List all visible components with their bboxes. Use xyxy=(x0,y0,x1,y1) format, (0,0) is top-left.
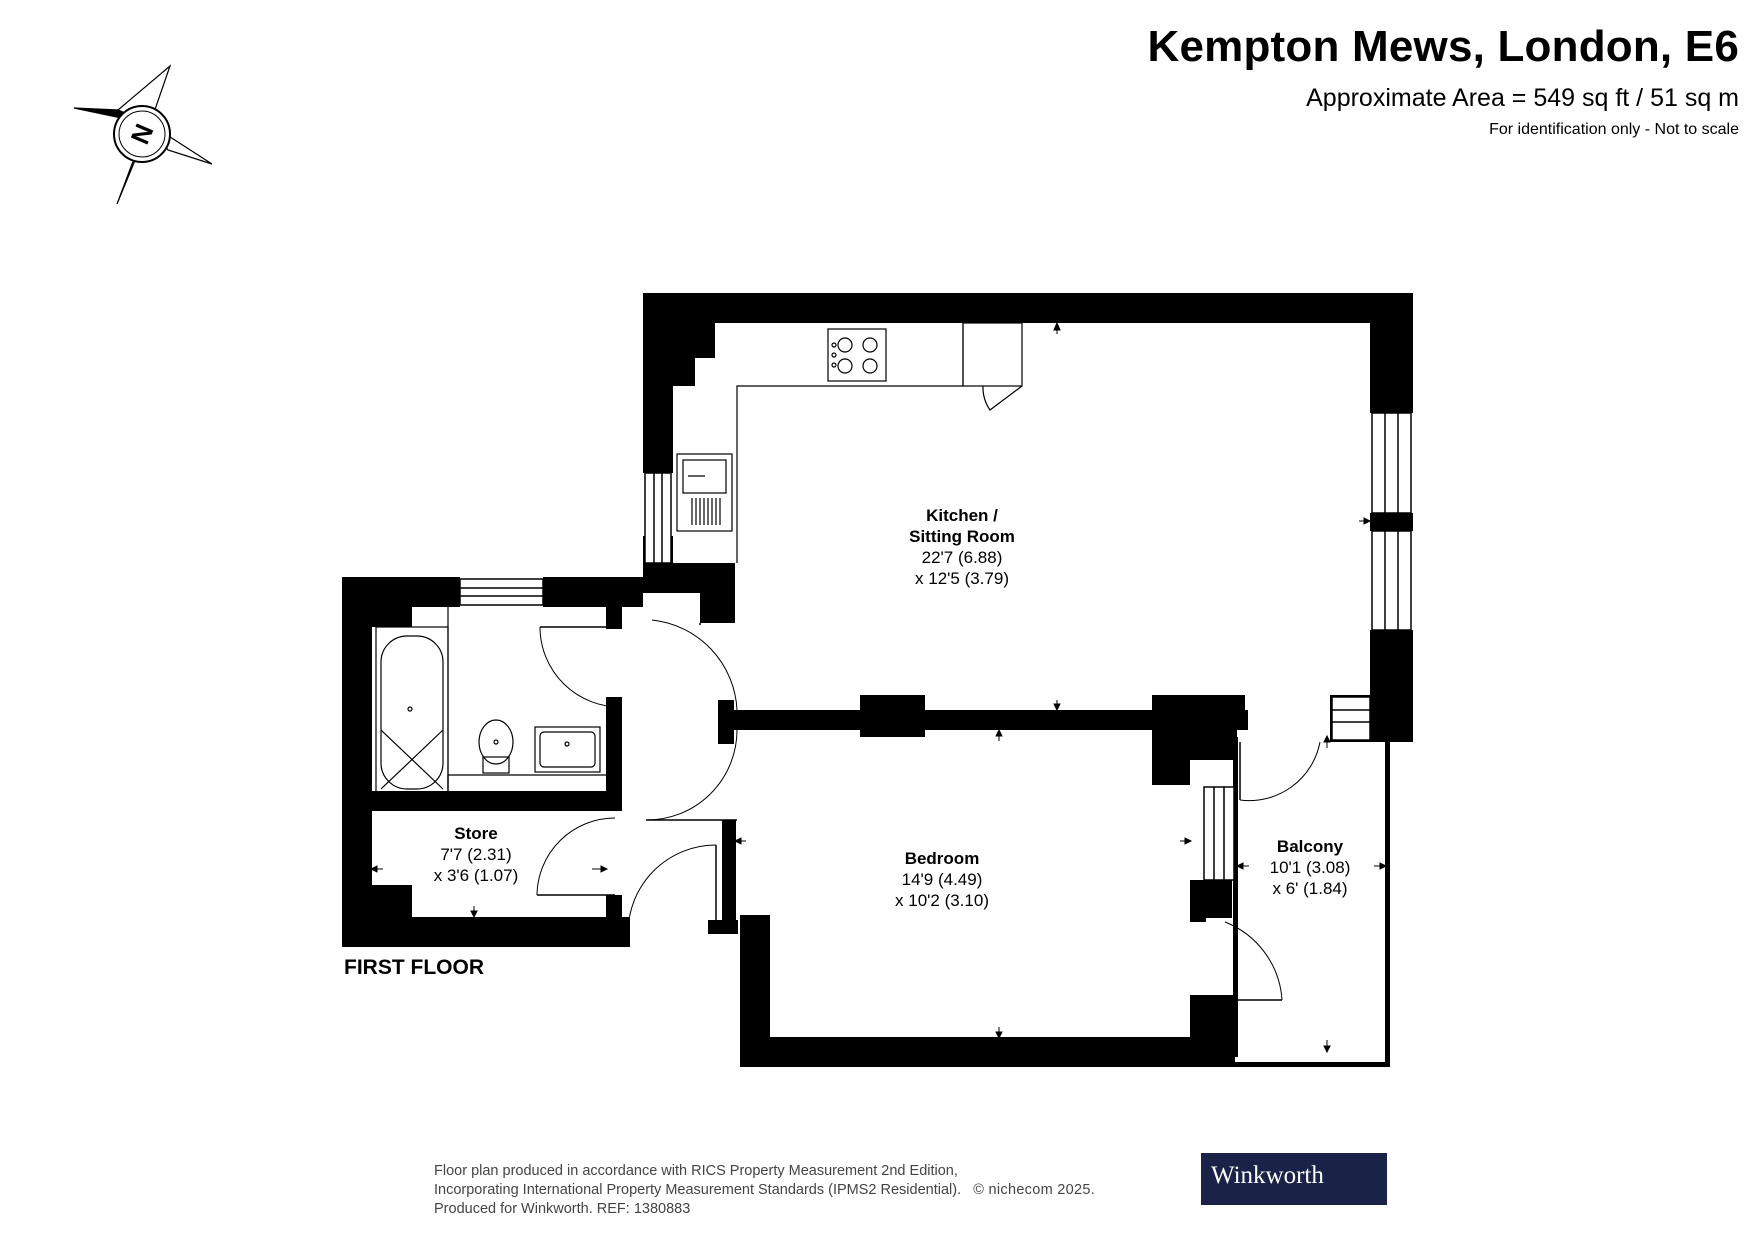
approximate-area: Approximate Area = 549 sq ft / 51 sq m xyxy=(1306,84,1739,112)
kitchen-fittings xyxy=(676,322,1023,563)
windows xyxy=(459,412,1412,881)
footer-line2-wrap: Incorporating International Property Mea… xyxy=(434,1181,1095,1200)
kitchen-name-line1: Kitchen / xyxy=(926,506,998,525)
balcony-label: Balcony 10'1 (3.08) x 6' (1.84) xyxy=(1270,837,1351,898)
footer-copyright: © nichecom 2025. xyxy=(973,1182,1096,1198)
store-dim1: 7'7 (2.31) xyxy=(440,845,511,864)
disclaimer-note: For identification only - Not to scale xyxy=(1489,121,1739,138)
kitchen-dim2: x 12'5 (3.79) xyxy=(915,569,1009,588)
bathroom-fittings xyxy=(375,607,606,795)
balcony-dim1: 10'1 (3.08) xyxy=(1270,858,1351,877)
bedroom-name: Bedroom xyxy=(905,849,980,868)
store-dim2: x 3'6 (1.07) xyxy=(434,866,519,885)
kitchen-dim1: 22'7 (6.88) xyxy=(922,548,1003,567)
footer-line2: Incorporating International Property Mea… xyxy=(434,1182,962,1198)
footer-text: Floor plan produced in accordance with R… xyxy=(434,1162,1095,1219)
winkworth-logo: Winkworth xyxy=(1201,1153,1387,1205)
floor-label: FIRST FLOOR xyxy=(344,956,484,979)
drainer-icon xyxy=(691,498,721,525)
balcony-dim2: x 6' (1.84) xyxy=(1272,879,1347,898)
bedroom-dim2: x 10'2 (3.10) xyxy=(895,891,989,910)
bedroom-label: Bedroom 14'9 (4.49) x 10'2 (3.10) xyxy=(895,849,989,910)
doors xyxy=(536,619,1321,1001)
kitchen-name-line2: Sitting Room xyxy=(909,527,1015,546)
measurement-arrows xyxy=(369,321,1388,1054)
kitchen-sitting-room-label: Kitchen / Sitting Room 22'7 (6.88) x 12'… xyxy=(909,506,1015,588)
footer-line1: Floor plan produced in accordance with R… xyxy=(434,1163,958,1179)
footer-line3: Produced for Winkworth. REF: 1380883 xyxy=(434,1201,691,1217)
store-label: Store 7'7 (2.31) x 3'6 (1.07) xyxy=(434,824,519,885)
compass-icon: N xyxy=(73,64,213,205)
balcony-name: Balcony xyxy=(1277,837,1344,856)
walls xyxy=(342,293,1413,1067)
store-name: Store xyxy=(454,824,497,843)
page-title: Kempton Mews, London, E6 xyxy=(1147,22,1739,71)
bedroom-dim1: 14'9 (4.49) xyxy=(902,870,983,889)
